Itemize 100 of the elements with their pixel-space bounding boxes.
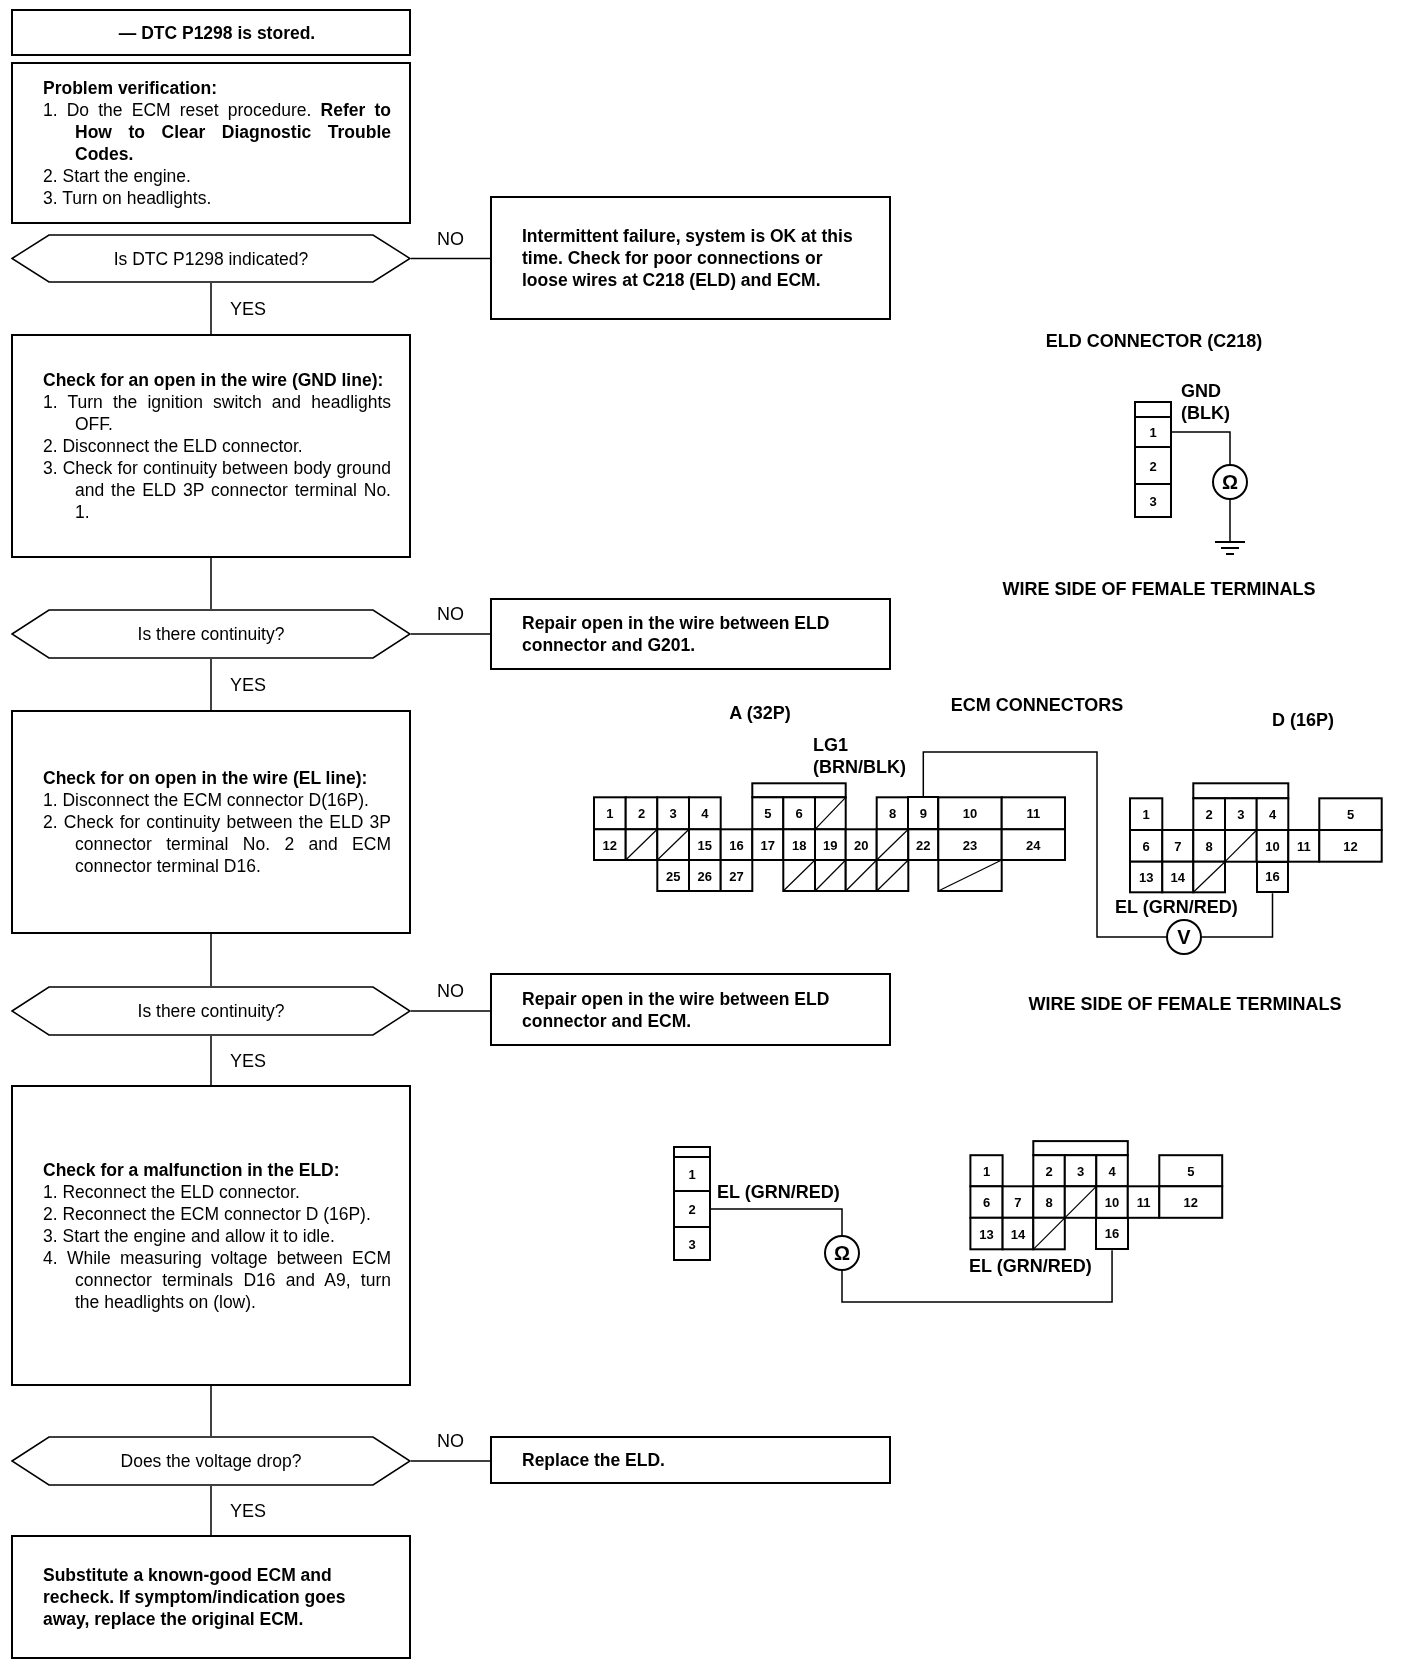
question-text: Is there continuity?	[137, 1000, 285, 1022]
pin-number: 15	[697, 837, 713, 853]
pin-number: 1	[688, 1166, 696, 1182]
view-caption: WIRE SIDE OF FEMALE TERMINALS	[1028, 993, 1342, 1015]
step-heading: Problem verification:	[43, 77, 219, 99]
connector-terminal: 16	[1095, 1216, 1129, 1251]
pin-number: 10	[962, 805, 978, 821]
decision-diamond	[11, 609, 411, 659]
step-item: 3. Check for continuity between body ground and the ELD 3P connector terminal No. 1.	[43, 457, 391, 523]
connector-terminal: 16	[1255, 860, 1290, 894]
pin-number: 20	[853, 837, 869, 853]
flow-line	[210, 1385, 212, 1437]
pin-number: 6	[795, 805, 803, 821]
pin-number: 19	[823, 837, 838, 853]
pin-number: 24	[1026, 837, 1041, 853]
pin-number: 27	[729, 868, 744, 883]
decision-diamond	[11, 986, 411, 1036]
box-text: Substitute a known-good ECM and recheck. If symptom/indication goes away, replace the original ECM.	[43, 1564, 347, 1630]
step-heading: Check for a malfunction in the ELD:	[43, 1158, 341, 1181]
pin-number: 4	[1268, 806, 1277, 822]
connector-label: D (16P)	[1272, 709, 1334, 731]
wire	[841, 1249, 1113, 1303]
pin-number: 14	[1170, 869, 1186, 885]
pin-number: 3	[1076, 1163, 1085, 1179]
wire-label: EL (GRN/RED)	[969, 1255, 1092, 1277]
flow-line	[410, 633, 491, 635]
flow-line	[410, 1460, 491, 1462]
pin-number: 14	[1010, 1226, 1026, 1242]
pin-number: 5	[1346, 806, 1355, 822]
step-box	[490, 598, 891, 670]
step-item: 1. Do the ECM reset procedure. Refer to How to Clear Diagnostic Trouble Codes.	[43, 99, 391, 165]
step-box	[490, 973, 891, 1046]
connector-terminal: 2	[673, 1190, 711, 1228]
step-item: 2. Reconnect the ECM connector D (16P).	[43, 1202, 372, 1225]
decision-diamond	[11, 1436, 411, 1486]
step-item: 2. Start the engine.	[43, 165, 192, 187]
pin-number: 2	[1045, 1163, 1053, 1179]
decision-diamond	[11, 234, 411, 283]
box-text: — DTC P1298 is stored.	[117, 21, 317, 44]
pin-number: 12	[602, 837, 618, 853]
step-item: 1. Reconnect the ELD connector.	[43, 1180, 301, 1203]
step-box	[490, 1436, 891, 1484]
flow-line	[210, 933, 212, 987]
pin-number: 12	[1343, 838, 1358, 854]
wire	[1201, 892, 1274, 938]
step-heading: Check for an open in the wire (GND line):	[43, 369, 385, 391]
question-text: Is there continuity?	[137, 623, 285, 645]
pin-number: 13	[1138, 869, 1154, 885]
pin-number: 8	[1205, 838, 1213, 854]
wire-label: EL (GRN/RED)	[1115, 896, 1238, 918]
box-text: Repair open in the wire between ELD connector and ECM.	[522, 987, 831, 1032]
pin-number: 23	[962, 837, 978, 853]
pin-number: 5	[764, 805, 772, 821]
pin-number: 25	[665, 868, 681, 883]
pin-number: 12	[1183, 1194, 1198, 1210]
wire	[1171, 431, 1231, 465]
flow-line	[210, 1485, 212, 1536]
pin-number: 7	[1174, 838, 1182, 854]
view-caption: WIRE SIDE OF FEMALE TERMINALS	[1002, 578, 1316, 600]
question-text: Is DTC P1298 indicated?	[113, 247, 309, 270]
step-box	[490, 196, 891, 320]
pin-number: 11	[1136, 1194, 1151, 1210]
pin-number: 1	[606, 805, 614, 821]
connector-terminal: 9	[907, 796, 940, 831]
flow-line	[410, 257, 491, 260]
box-text: Repair open in the wire between ELD connector and G201.	[522, 612, 831, 656]
pin-number: 2	[1149, 458, 1157, 473]
step-item: 4. While measuring voltage between ECM connector terminals D16 and A9, turn the headlights on (low).	[43, 1246, 391, 1313]
wire-label: GND (BLK)	[1181, 380, 1231, 424]
pin-number: 4	[1108, 1163, 1116, 1179]
step-heading: Check for on open in the wire (EL line):	[43, 767, 369, 789]
step-item: 3. Start the engine and allow it to idle.	[43, 1224, 336, 1247]
pin-number: 1	[1142, 806, 1150, 822]
step-item: 1. Turn the ignition switch and headlights OFF.	[43, 391, 391, 435]
wire	[922, 751, 1167, 938]
ohmmeter-symbol: Ω	[1212, 464, 1248, 500]
flow-line	[210, 1035, 212, 1086]
connector-label: A (32P)	[729, 702, 791, 724]
step-box	[11, 334, 411, 558]
step-item: 3. Turn on headlights.	[43, 187, 213, 209]
wire	[710, 1208, 843, 1236]
wire-label: LG1 (BRN/BLK)	[813, 734, 907, 778]
pin-number: 17	[760, 837, 776, 853]
flow-line	[210, 557, 212, 610]
pin-number: 26	[697, 868, 713, 883]
pin-number: 11	[1026, 805, 1041, 821]
pin-number: 10	[1265, 838, 1280, 854]
pin-number: 8	[1045, 1194, 1053, 1210]
step-box	[11, 9, 411, 56]
ohmmeter-symbol: Ω	[824, 1235, 860, 1271]
pin-number: 1	[982, 1163, 991, 1179]
pin-number: 3	[688, 1236, 696, 1251]
box-text: Replace the ELD.	[522, 1449, 666, 1471]
step-item: 2. Check for continuity between the ELD 3P connector terminal No. 2 and ECM connector terminal D16.	[43, 811, 391, 877]
wire-label: EL (GRN/RED)	[717, 1181, 840, 1203]
step-box	[11, 1085, 411, 1386]
pin-number: 13	[979, 1226, 994, 1242]
question-text: Does the voltage drop?	[120, 1450, 302, 1472]
flow-line	[210, 658, 212, 711]
wire	[1229, 499, 1231, 542]
